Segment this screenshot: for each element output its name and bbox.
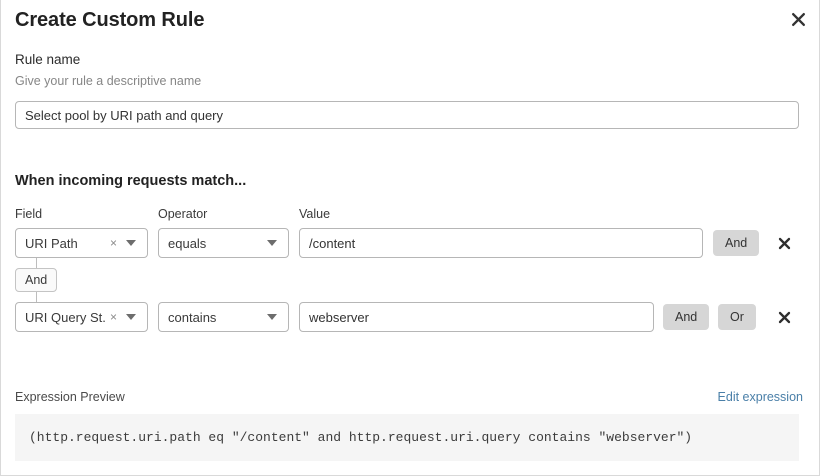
delete-condition-button-1[interactable] — [773, 232, 795, 254]
operator-select-1[interactable]: equals — [158, 228, 289, 258]
match-section-heading: When incoming requests match... — [15, 173, 247, 189]
value-input-2[interactable] — [299, 302, 654, 332]
rule-name-help-text: Give your rule a descriptive name — [15, 74, 202, 88]
close-icon[interactable] — [785, 6, 811, 32]
expression-preview-box: (http.request.uri.path eq "/content" and… — [15, 414, 799, 461]
rule-name-input[interactable] — [15, 101, 799, 129]
chevron-down-icon — [267, 314, 277, 320]
delete-condition-button-2[interactable] — [773, 306, 795, 328]
chevron-down-icon — [126, 314, 136, 320]
field-select-2[interactable]: URI Query St... × — [15, 302, 148, 332]
condition-connector: And — [1, 258, 201, 304]
value-input-1[interactable] — [299, 228, 703, 258]
condition-row: URI Path × equals And — [1, 228, 820, 258]
connector-and-badge[interactable]: And — [15, 268, 58, 292]
column-header-operator: Operator — [158, 207, 208, 221]
connector-line-bottom — [36, 292, 37, 302]
field-select-value-2: URI Query St... — [25, 309, 106, 325]
rule-name-label: Rule name — [15, 52, 81, 67]
column-header-field: Field — [15, 207, 43, 221]
column-header-value: Value — [299, 207, 331, 221]
page-title: Create Custom Rule — [15, 9, 205, 31]
and-button-1[interactable]: And — [713, 230, 760, 256]
connector-line-top — [36, 258, 37, 268]
or-button-2[interactable]: Or — [718, 304, 756, 330]
operator-select-value-2: contains — [168, 309, 217, 325]
clear-icon[interactable]: × — [109, 310, 117, 324]
field-select-1[interactable]: URI Path × — [15, 228, 148, 258]
chevron-down-icon — [126, 240, 136, 246]
operator-select-value-1: equals — [168, 235, 207, 251]
chevron-down-icon — [267, 240, 277, 246]
condition-row: URI Query St... × contains And Or — [1, 302, 820, 332]
operator-select-2[interactable]: contains — [158, 302, 289, 332]
expression-preview-label: Expression Preview — [15, 390, 125, 404]
edit-expression-link[interactable]: Edit expression — [717, 390, 803, 404]
and-button-2[interactable]: And — [663, 304, 710, 330]
expression-preview-text: (http.request.uri.path eq "/content" and… — [29, 430, 693, 445]
clear-icon[interactable]: × — [109, 236, 117, 250]
field-select-value-1: URI Path — [25, 235, 78, 251]
